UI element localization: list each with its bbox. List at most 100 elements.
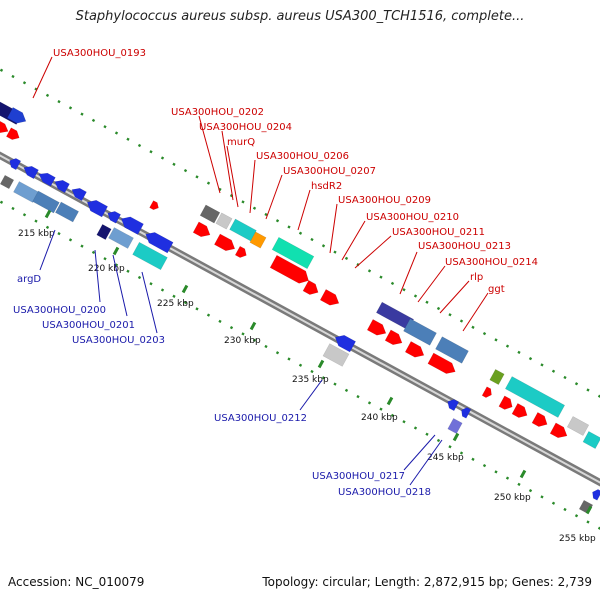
gene-block [108, 227, 134, 249]
forward-gene-arrow [366, 319, 387, 336]
gene-block [13, 181, 39, 203]
tick-mark [44, 209, 52, 219]
gc-dot [137, 143, 142, 148]
gc-dot [22, 81, 27, 85]
gc-dot [413, 426, 418, 430]
gc-dot [574, 382, 579, 386]
gc-dot [0, 68, 4, 72]
forward-gene-arrow [481, 386, 492, 398]
gc-dot [482, 463, 487, 468]
gc-dot [459, 319, 464, 323]
gc-dot [321, 376, 326, 380]
gc-dot [517, 350, 521, 355]
forward-gene-arrow [269, 254, 309, 284]
tick-label: 215 kbp [18, 229, 55, 239]
forward-gene-arrow [234, 245, 247, 258]
gc-dot [103, 125, 107, 129]
gene-block [489, 368, 505, 386]
forward-gene-labels: USA300HOU_0193 USA300HOU_0202 USA300HOU_… [53, 48, 538, 295]
reverse-gene-arrow [38, 172, 56, 187]
gc-dot [195, 175, 199, 179]
gc-dot [494, 470, 498, 474]
forward-gene-arrow [149, 200, 159, 210]
tick-track: 215 kbp 220 kbp 225 kbp 230 kbp 235 kbp … [18, 209, 596, 544]
gene-label: USA300HOU_0206 [256, 151, 349, 162]
gene-block [96, 223, 112, 241]
gc-dot [505, 344, 510, 348]
gc-dot [114, 131, 119, 135]
gc-dot [126, 269, 130, 273]
gc-dot [344, 388, 349, 392]
gc-dot [298, 363, 303, 367]
tick-label: 245 kbp [427, 453, 464, 463]
gc-dot [390, 281, 395, 286]
gene-label: USA300HOU_0211 [392, 227, 485, 238]
gene-label: USA300HOU_0217 [312, 471, 405, 482]
gene-label: hsdR2 [311, 181, 342, 192]
gc-dot [252, 206, 257, 210]
forward-gene-arrow [384, 329, 403, 346]
tick-label: 235 kbp [292, 375, 329, 385]
gene-label: USA300HOU_0210 [366, 212, 459, 223]
gene-block [435, 336, 469, 364]
gc-dot [356, 394, 360, 399]
gene-block [447, 417, 463, 435]
gc-dot [390, 413, 395, 418]
gc-dot [436, 438, 441, 443]
gene-block [249, 231, 267, 249]
gc-dot [172, 162, 176, 166]
gc-dot [287, 225, 291, 229]
gc-dot [0, 200, 4, 204]
gene-label: USA300HOU_0212 [214, 413, 307, 424]
gc-dot [321, 244, 326, 248]
forward-gene-arrow [511, 403, 528, 418]
gc-dot [471, 457, 475, 461]
reverse-gene-arrow [107, 211, 122, 224]
tick-mark [317, 359, 325, 369]
gene-block [199, 204, 221, 224]
gene-block [271, 236, 315, 270]
gc-dot [172, 294, 176, 298]
gc-dot [275, 351, 280, 355]
gc-dot [310, 369, 314, 374]
gene-label: USA300HOU_0209 [338, 195, 431, 206]
tick-mark [585, 505, 593, 515]
gc-dot [540, 495, 544, 499]
gene-block [582, 431, 600, 449]
forward-gene-arrow [5, 127, 20, 140]
forward-gene-arrow [192, 221, 211, 238]
gc-dot [448, 313, 452, 317]
reverse-gene-arrow [23, 166, 39, 180]
gc-dot [494, 338, 498, 342]
gc-dot [528, 489, 533, 493]
gc-dot [425, 432, 429, 436]
genome-backbone [0, 151, 600, 487]
gc-dot [413, 294, 418, 298]
tick-mark [249, 321, 257, 331]
genome-summary: Topology: circular; Length: 2,872,915 bp… [262, 575, 592, 589]
gc-dot [333, 250, 337, 254]
gc-dot [287, 357, 291, 361]
forward-gene-arrow [302, 280, 319, 295]
gc-dot [482, 331, 487, 336]
gc-dot [57, 99, 61, 104]
gc-dot [195, 307, 199, 311]
gene-block [504, 376, 566, 418]
gc-dot [206, 313, 211, 317]
tick-label: 240 kbp [361, 413, 398, 423]
gene-block [566, 416, 590, 436]
reverse-gene-arrow [334, 335, 356, 353]
forward-gene-arrow [0, 119, 9, 133]
reverse-gene-labels: argD USA300HOU_0200 USA300HOU_0201 USA30… [13, 274, 431, 498]
tick-label: 225 kbp [157, 299, 194, 309]
gc-dot [436, 306, 441, 311]
gc-dot [505, 476, 510, 480]
gene-label: USA300HOU_0201 [42, 320, 135, 331]
gene-label: murQ [227, 137, 255, 148]
gc-dot [103, 257, 107, 261]
gene-label: USA300HOU_0207 [283, 166, 376, 177]
gc-dot [425, 300, 429, 304]
gc-dot [241, 200, 245, 204]
gc-dot [149, 282, 153, 286]
